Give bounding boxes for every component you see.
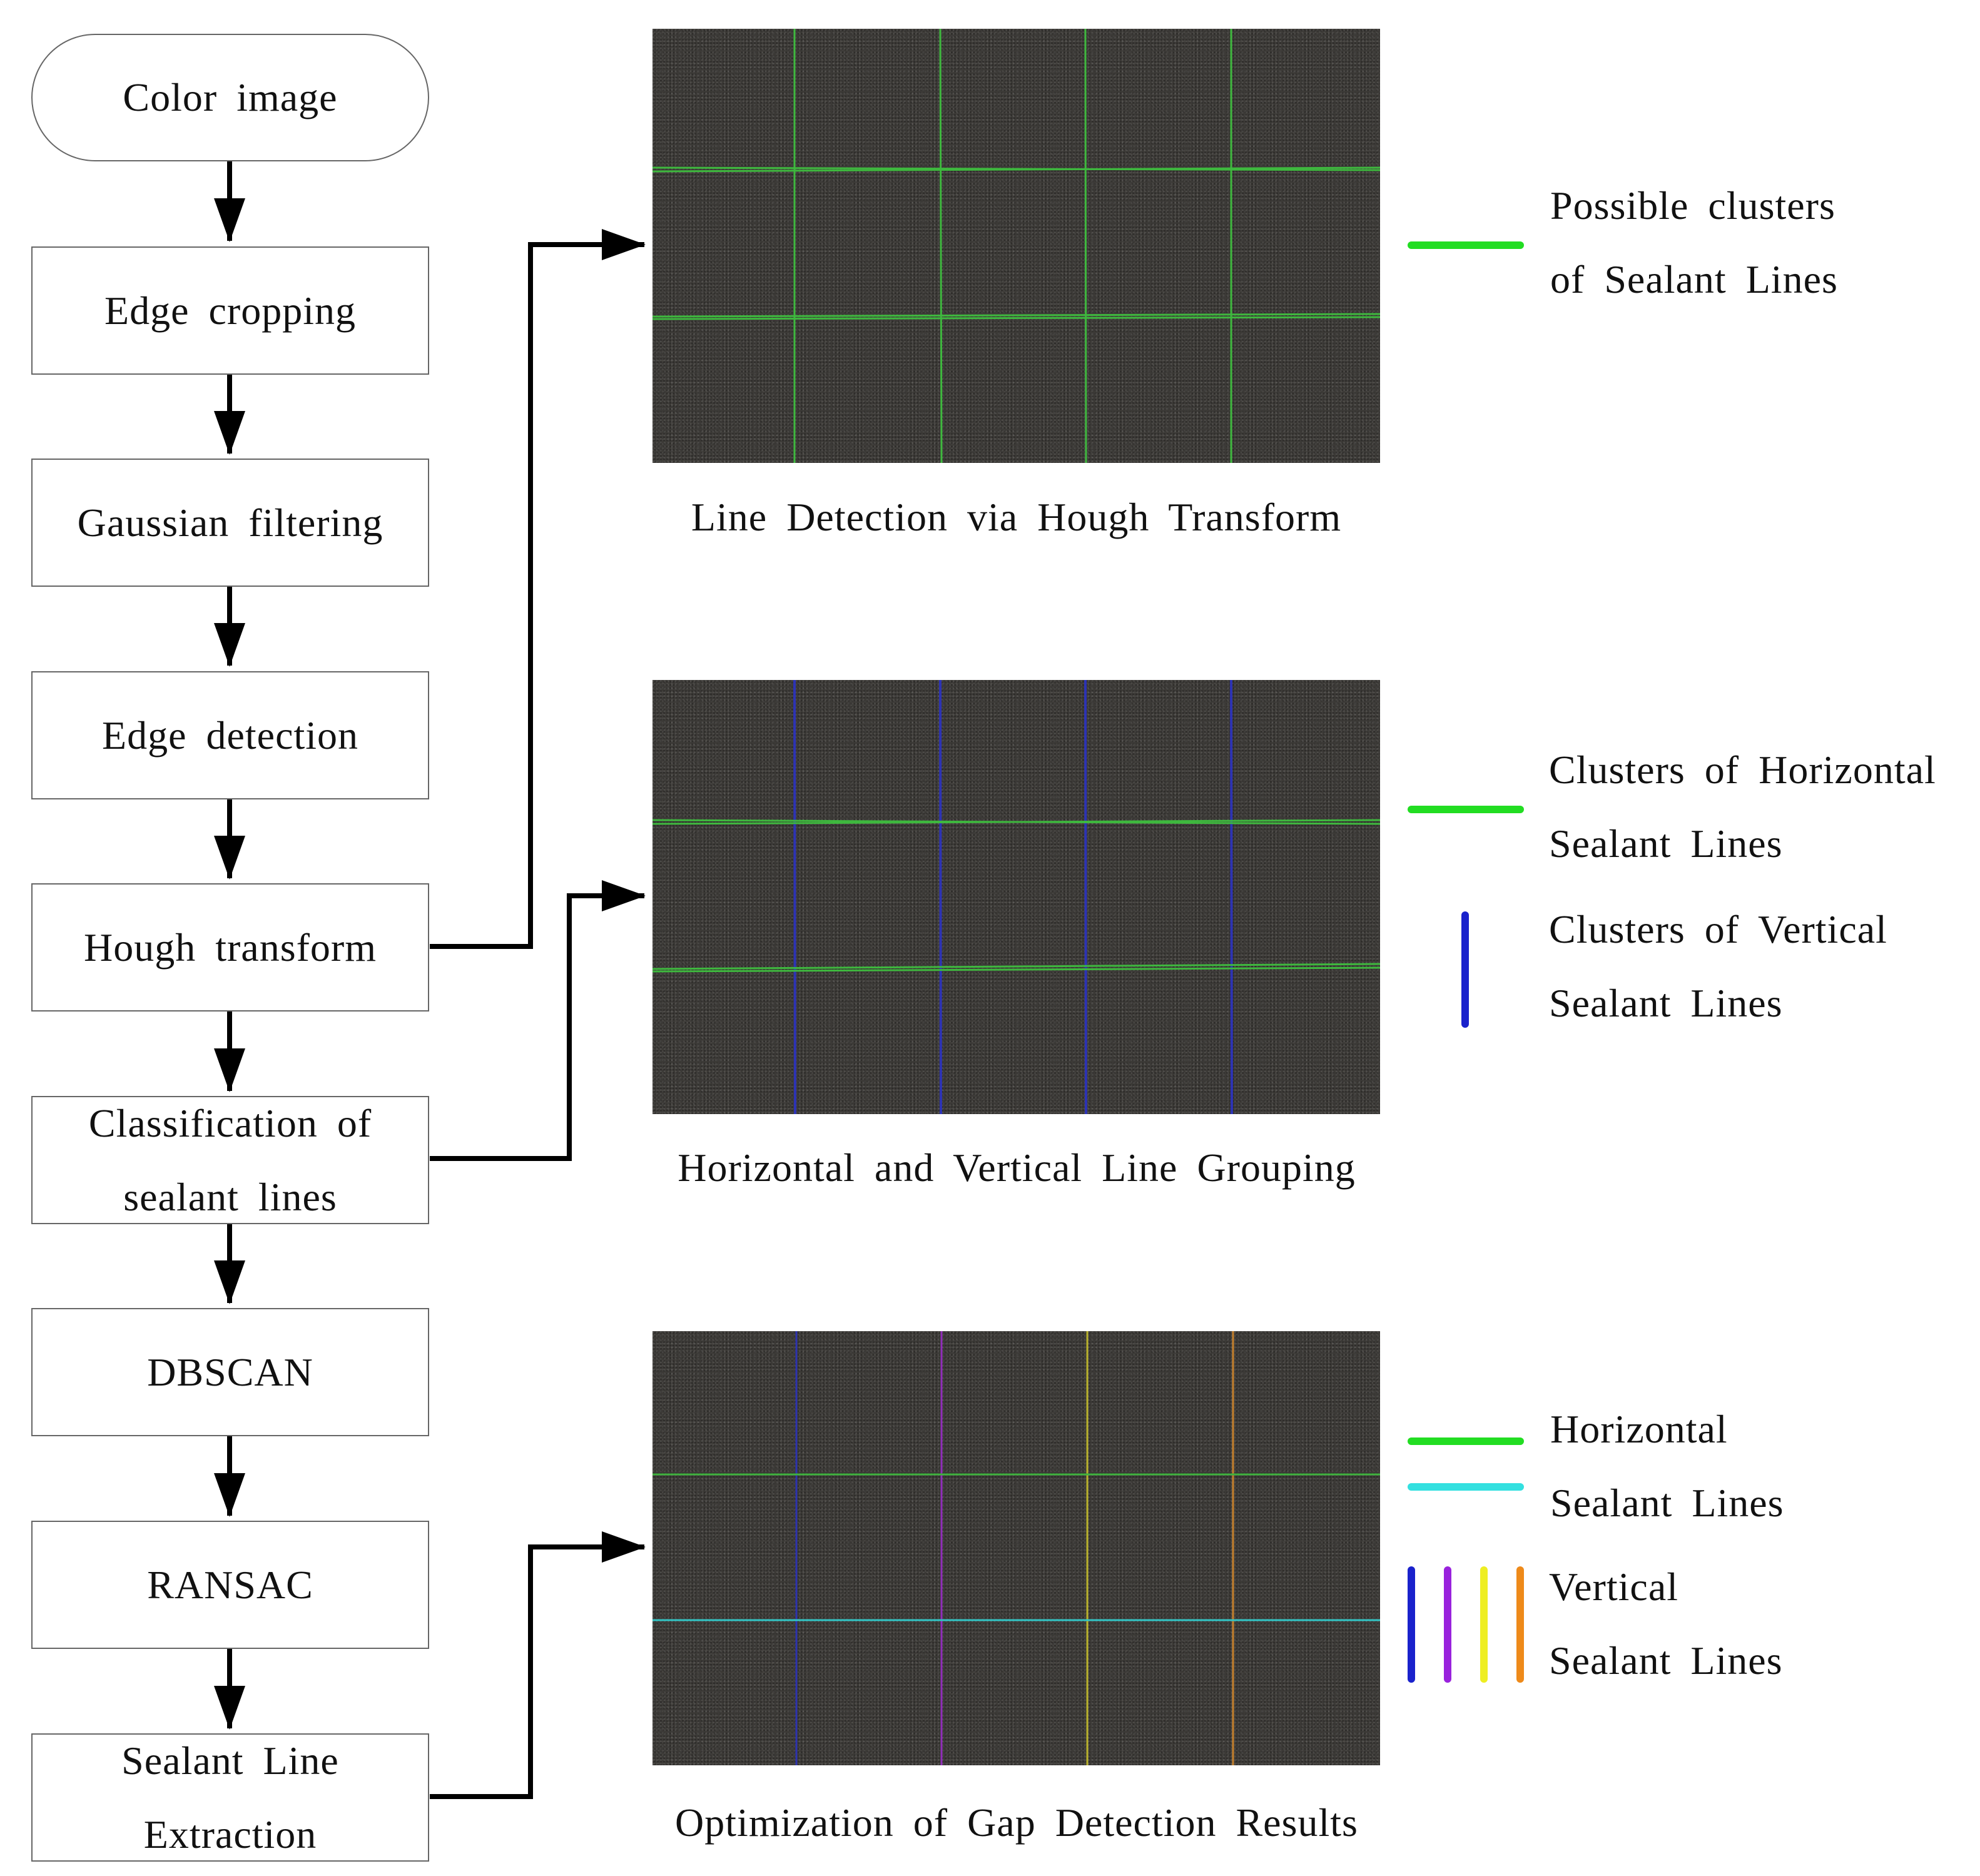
- legend-vertical-sealant: Vertical Sealant Lines: [1549, 1564, 1783, 1683]
- legend-green-line: [1408, 1437, 1524, 1445]
- step-color-image: Color image: [31, 34, 429, 161]
- detected-line: [939, 29, 943, 463]
- caption-grouping: Horizontal and Vertical Line Grouping: [678, 1145, 1356, 1190]
- step-hough-transform: Hough transform: [31, 883, 429, 1012]
- step-gaussian-filtering: Gaussian filtering: [31, 459, 429, 587]
- legend-orange-line: [1516, 1566, 1524, 1683]
- step-edge-cropping: Edge cropping: [31, 246, 429, 375]
- horizontal-cluster-line: [652, 963, 1380, 970]
- branch-arrow-classification: [430, 880, 646, 1161]
- legend-horizontal-sealant: Horizontal Sealant Lines: [1550, 1407, 1784, 1525]
- step-ransac: RANSAC: [31, 1521, 429, 1649]
- panel-hough-image: [652, 29, 1380, 463]
- step-edge-detection: Edge detection: [31, 671, 429, 799]
- caption-hough: Line Detection via Hough Transform: [691, 495, 1342, 539]
- legend-possible-clusters: Possible clusters of Sealant Lines: [1550, 183, 1838, 302]
- vertical-cluster-line: [1230, 680, 1233, 1114]
- legend-green-line: [1408, 806, 1524, 813]
- branch-arrow-extraction: [430, 1531, 646, 1799]
- legend-yellow-line: [1480, 1566, 1488, 1683]
- legend-blue-line: [1461, 911, 1469, 1028]
- caption-optimization: Optimization of Gap Detection Results: [675, 1800, 1358, 1845]
- panel-grouping-image: [652, 680, 1380, 1114]
- branch-arrow-hough: [430, 229, 646, 949]
- step-dbscan: DBSCAN: [31, 1308, 429, 1436]
- panel-optimization-image: [652, 1331, 1380, 1765]
- step-sealant-line-extraction: Sealant Line Extraction: [31, 1733, 429, 1862]
- legend-purple-line: [1444, 1566, 1451, 1683]
- horizontal-cluster-line: [652, 966, 1380, 973]
- detected-line: [652, 313, 1380, 318]
- vertical-cluster-line: [939, 680, 942, 1114]
- detected-line: [652, 166, 1380, 173]
- legend-horizontal-clusters: Clusters of Horizontal Sealant Lines: [1549, 748, 1936, 866]
- horizontal-cluster-line: [652, 819, 1380, 825]
- vertical-cluster-line: [1084, 680, 1087, 1114]
- legend-cyan-line: [1408, 1483, 1524, 1491]
- step-classification: Classification of sealant lines: [31, 1096, 429, 1224]
- legend-vertical-clusters: Clusters of Vertical Sealant Lines: [1549, 907, 1887, 1025]
- detected-line: [652, 316, 1380, 320]
- legend-green-line: [1408, 241, 1524, 249]
- legend-blue-line: [1408, 1566, 1415, 1683]
- detected-line: [1084, 29, 1087, 463]
